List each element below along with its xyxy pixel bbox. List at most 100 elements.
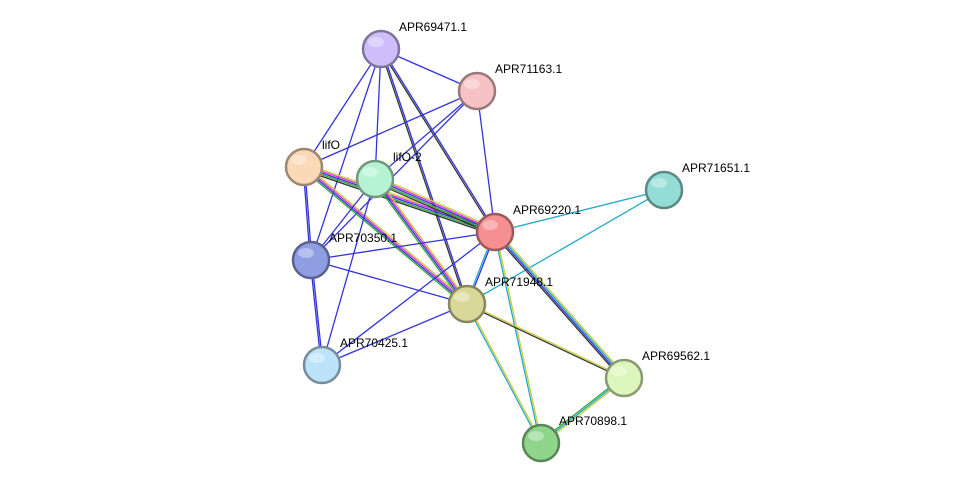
node-APR69471.1[interactable]: APR69471.1 <box>361 20 467 69</box>
node-label: lifO <box>322 138 340 152</box>
edge-strand <box>495 231 626 378</box>
edge-APR71948.1-APR69562.1 <box>466 302 625 380</box>
node-lifO-2[interactable]: lifO-2 <box>355 150 422 199</box>
node-highlight <box>528 431 544 441</box>
node-label: APR70350.1 <box>329 231 397 245</box>
node-label: lifO-2 <box>393 150 422 164</box>
edge-APR70350.1-APR71948.1 <box>310 259 468 305</box>
edge-strand <box>374 90 478 180</box>
node-APR70425.1[interactable]: APR70425.1 <box>302 336 408 385</box>
edge-APR69220.1-APR70350.1 <box>310 231 496 261</box>
node-circle[interactable] <box>644 170 684 210</box>
edge-strand <box>374 179 495 235</box>
edge-strand <box>465 304 541 444</box>
node-circle[interactable] <box>521 423 561 463</box>
node-label: APR71163.1 <box>495 62 562 76</box>
edge-strand <box>303 167 467 306</box>
edge-strand <box>321 303 468 366</box>
node-label: APR69220.1 <box>513 203 581 217</box>
node-label: APR71948.1 <box>485 275 553 289</box>
edge-APR69471.1-APR71948.1 <box>379 48 469 305</box>
edge-APR69220.1-APR70425.1 <box>321 231 496 366</box>
node-label: APR70425.1 <box>340 336 408 350</box>
edge-strand <box>466 189 665 305</box>
node-circle[interactable] <box>457 71 497 111</box>
edge-strand <box>496 229 627 377</box>
node-APR71948.1[interactable]: APR71948.1 <box>447 275 553 324</box>
edge-strand <box>493 232 624 379</box>
node-APR69220.1[interactable]: APR69220.1 <box>475 203 581 252</box>
node-lifO[interactable]: lifO <box>284 138 340 187</box>
node-circle[interactable] <box>361 29 401 69</box>
node-APR71651.1[interactable]: APR71651.1 <box>644 161 750 210</box>
node-APR70898.1[interactable]: APR70898.1 <box>521 414 627 463</box>
node-APR69562.1[interactable]: APR69562.1 <box>604 349 710 398</box>
edge-APR69220.1-APR69562.1 <box>492 229 627 381</box>
edge-APR71948.1-APR70898.1 <box>465 303 543 444</box>
edge-strand <box>304 165 468 304</box>
edge-strand <box>374 178 496 233</box>
edge-APR69471.1-lifO <box>303 48 382 168</box>
edge-strand <box>376 175 497 230</box>
node-label: APR70898.1 <box>559 414 627 428</box>
edge-strand <box>494 189 665 233</box>
edge-APR71163.1-lifO-2 <box>374 90 478 180</box>
node-highlight <box>368 37 384 47</box>
edge-strand <box>493 232 541 444</box>
node-label: APR69471.1 <box>399 20 467 34</box>
node-APR70350.1[interactable]: APR70350.1 <box>291 231 397 280</box>
node-circle[interactable] <box>291 240 331 280</box>
edge-APR71163.1-APR70350.1 <box>310 90 478 261</box>
edge-strand <box>381 48 469 304</box>
node-circle[interactable] <box>604 358 644 398</box>
edge-strand <box>303 48 382 168</box>
node-highlight <box>362 167 378 177</box>
edge-strand <box>310 48 382 261</box>
edge-strand <box>321 178 376 366</box>
edge-strand <box>302 169 495 236</box>
edge-APR69471.1-APR70350.1 <box>310 48 382 261</box>
edge-APR71163.1-lifO <box>303 90 478 168</box>
node-highlight <box>291 155 307 165</box>
edge-strand <box>381 48 497 232</box>
edge-strand <box>310 90 478 261</box>
node-circle[interactable] <box>302 345 342 385</box>
edge-strand <box>321 231 496 366</box>
edge-strand <box>492 233 623 381</box>
edge-APR71651.1-APR71948.1 <box>466 189 665 305</box>
node-highlight <box>464 79 480 89</box>
node-circle[interactable] <box>355 159 395 199</box>
edge-strand <box>373 179 467 305</box>
node-highlight <box>454 292 470 302</box>
node-highlight <box>298 248 314 258</box>
edge-strand <box>305 164 469 303</box>
edge-strand <box>310 231 496 261</box>
edge-strand <box>374 48 382 180</box>
edge-strand <box>495 231 543 443</box>
node-circle[interactable] <box>284 147 324 187</box>
edge-APR69471.1-lifO-2 <box>374 48 382 180</box>
edge-strand <box>303 167 495 235</box>
edge-strand <box>379 49 467 305</box>
edge-APR69471.1-APR69220.1 <box>379 48 497 233</box>
node-label: APR71651.1 <box>682 161 750 175</box>
edge-strand <box>303 90 478 168</box>
edge-strand <box>476 90 496 233</box>
node-APR71163.1[interactable]: APR71163.1 <box>457 62 562 111</box>
edge-strand <box>373 181 494 236</box>
edge-strand <box>375 178 469 304</box>
edge-strand <box>302 168 466 307</box>
edge-strand <box>375 176 496 232</box>
node-circle[interactable] <box>475 212 515 252</box>
edge-lifO-2-APR70425.1 <box>321 178 376 366</box>
edge-APR71651.1-APR69220.1 <box>494 189 665 233</box>
node-highlight <box>482 220 498 230</box>
edge-lifO-2-APR69220.1 <box>373 175 497 236</box>
node-highlight <box>611 366 627 376</box>
edge-APR71948.1-APR70425.1 <box>321 303 468 366</box>
node-circle[interactable] <box>447 284 487 324</box>
edge-lifO-APR71948.1 <box>302 164 469 307</box>
edge-strand <box>467 303 543 443</box>
